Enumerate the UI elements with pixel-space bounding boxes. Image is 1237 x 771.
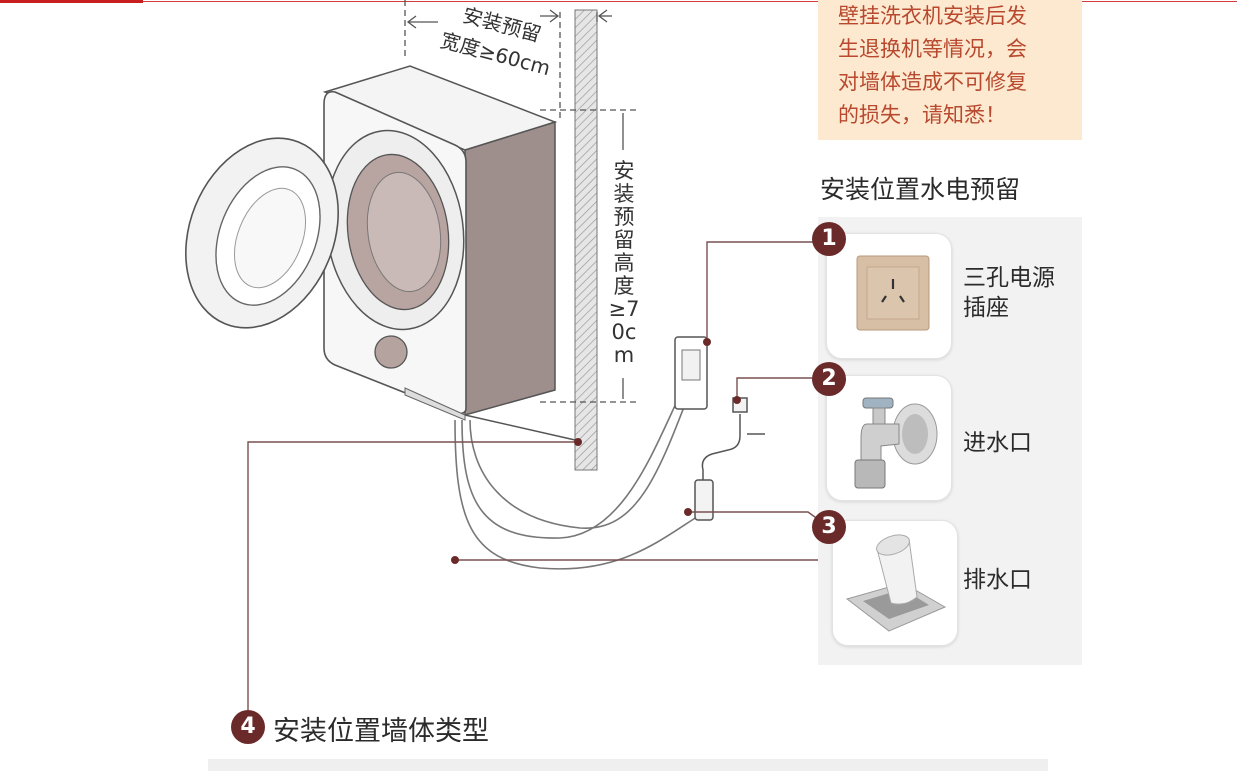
floor-drain-thumbnail [832, 520, 958, 646]
washer-door [185, 137, 339, 329]
item-label-water-tap: 进水口 [963, 430, 1032, 456]
faucet-illustration [694, 397, 765, 521]
badge-2: 2 [812, 362, 846, 396]
wall-socket-illustration [674, 336, 708, 410]
power-socket-icon [856, 255, 930, 331]
top-accent-line [143, 1, 1237, 2]
wall-section-title: 安装位置墙体类型 [273, 716, 489, 747]
hoses [454, 364, 701, 570]
badge-4: 4 [231, 710, 265, 744]
top-accent-bar [0, 0, 143, 3]
water-tap-thumbnail [826, 375, 952, 501]
warning-line-1: 壁挂洗衣机安装后发 [838, 4, 1027, 28]
warning-box: 壁挂洗衣机安装后发 生退换机等情况，会 对墙体造成不可修复 的损失，请知悉！ [818, 0, 1082, 140]
width-dimension [404, 0, 612, 118]
wall [574, 9, 598, 471]
item-label-power-socket: 三孔电源 插座 [963, 265, 1055, 321]
height-label: 安装预留高度≥70cm [608, 159, 640, 367]
warning-line-3: 对墙体造成不可修复 [838, 70, 1027, 94]
leader-dots [451, 338, 741, 564]
badge-1: 1 [812, 222, 846, 256]
height-dimension [540, 109, 640, 403]
washing-machine [322, 65, 576, 441]
warning-line-2: 生退换机等情况，会 [838, 37, 1027, 61]
badge-3: 3 [812, 510, 846, 544]
warning-line-4: 的损失，请知悉！ [838, 103, 1006, 127]
bottom-divider [208, 759, 1048, 771]
water-section-title: 安装位置水电预留 [820, 175, 1021, 204]
floor-drain-icon [845, 534, 947, 632]
power-socket-thumbnail [826, 233, 952, 359]
water-tap-icon [854, 397, 938, 489]
width-label: 安装预留 宽度≥60cm [438, 3, 553, 80]
item-label-floor-drain: 排水口 [963, 567, 1032, 593]
